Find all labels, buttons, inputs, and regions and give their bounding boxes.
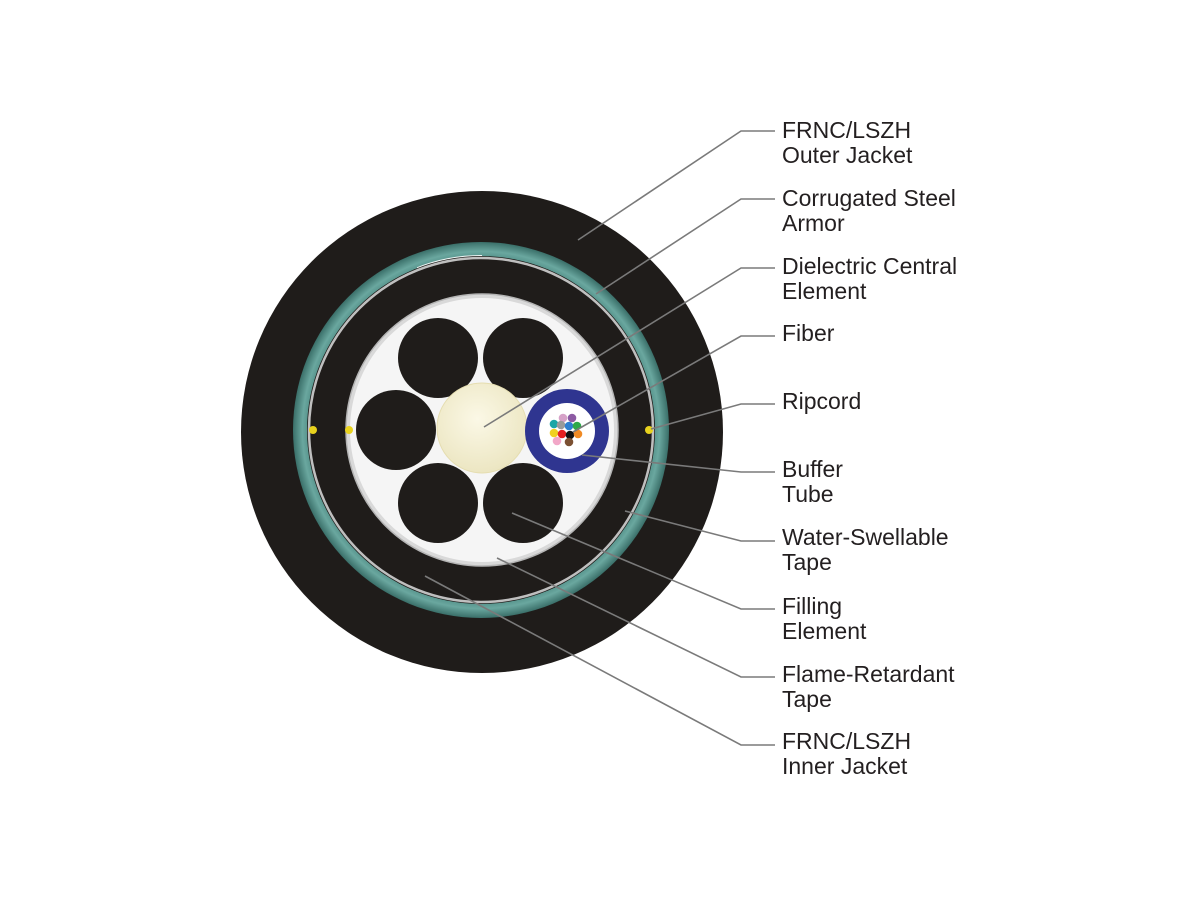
fiber-dot: [573, 429, 583, 439]
label-ripcord: Ripcord: [782, 388, 861, 414]
label-filling-element: Filling Element: [782, 593, 867, 644]
leader-inner-jacket: [424, 575, 775, 746]
fiber-dot: [557, 429, 567, 439]
ripcord-left-outer: [309, 426, 317, 434]
label-water-swellable-tape: Water-Swellable Tape: [782, 524, 955, 575]
buffer-tube-inner: [539, 403, 595, 459]
fiber-dot: [564, 437, 574, 447]
leader-ripcord: [650, 403, 775, 430]
leader-buffer-tube: [581, 454, 775, 473]
leader-outer-jacket: [577, 130, 775, 241]
fiber-dot: [549, 428, 559, 438]
leader-lines: [424, 130, 775, 746]
central-element-shape: [436, 382, 528, 474]
fiber-dot: [558, 413, 568, 423]
fiber-dot: [565, 430, 575, 440]
fiber-dot: [564, 421, 574, 431]
leader-flame-retardant-tape: [496, 557, 775, 678]
filling-element-3: [356, 390, 436, 470]
label-inner-jacket: FRNC/LSZH Inner Jacket: [782, 728, 917, 779]
fiber-dot: [552, 436, 562, 446]
fiber-bundle: [549, 413, 583, 447]
label-central-element: Dielectric Central Element: [782, 253, 964, 304]
fiber-dot: [556, 420, 566, 430]
fiber-dot: [549, 419, 559, 429]
leader-steel-armor: [595, 198, 775, 295]
filling-elements: [356, 318, 563, 543]
label-flame-retardant-tape: Flame-Retardant Tape: [782, 661, 961, 712]
ripcord-left-inner: [345, 426, 353, 434]
ripcord-right: [645, 426, 653, 434]
leader-fiber: [572, 335, 775, 433]
leader-water-swellable-tape: [624, 510, 775, 542]
label-steel-armor: Corrugated Steel Armor: [782, 185, 962, 236]
filling-element-2: [483, 318, 563, 398]
fiber-dot: [567, 413, 577, 423]
leader-central-element: [483, 267, 775, 428]
leader-filling-element: [511, 512, 775, 610]
filling-element-5: [483, 463, 563, 543]
filling-element-1: [398, 318, 478, 398]
filling-element-4: [398, 463, 478, 543]
label-outer-jacket: FRNC/LSZH Outer Jacket: [782, 117, 917, 168]
label-fiber: Fiber: [782, 320, 835, 346]
label-buffer-tube: Buffer Tube: [782, 456, 849, 507]
callout-labels: FRNC/LSZH Outer Jacket Corrugated Steel …: [782, 117, 964, 779]
